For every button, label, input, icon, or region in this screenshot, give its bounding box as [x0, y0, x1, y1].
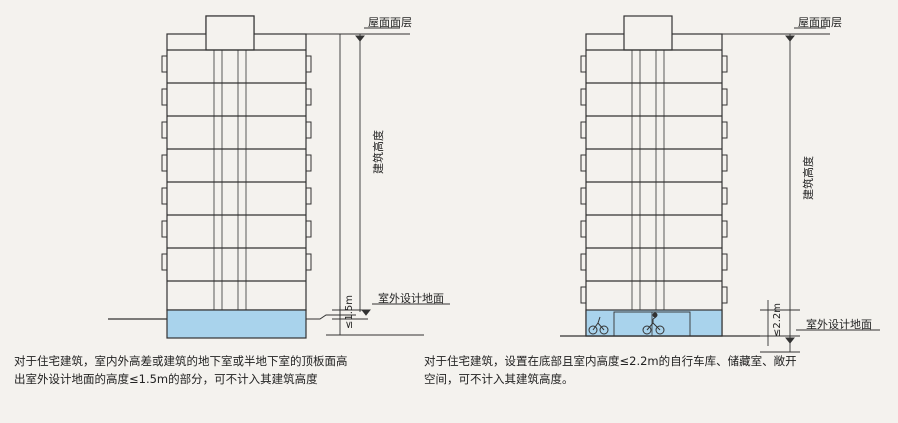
- right-dimensions: [672, 27, 880, 353]
- right-penthouse: [623, 15, 673, 51]
- right-balconies: [580, 55, 728, 304]
- right-building: [560, 15, 760, 337]
- right-ground-label: 室外设计地面: [806, 317, 872, 331]
- right-building-body: [585, 33, 723, 337]
- left-floor-lines: [167, 82, 306, 282]
- right-height-label: 建筑高度: [801, 156, 815, 200]
- left-caption: 对于住宅建筑，室内外高差或建筑的地下室或半地下室的顶板面高出室外设计地面的高度≤…: [14, 354, 348, 386]
- left-dimension-label: ≤1.5m: [344, 295, 355, 329]
- left-basement: [166, 309, 307, 339]
- left-balconies: [161, 55, 312, 271]
- left-building-body: [166, 33, 307, 311]
- right-dimension-label: ≤2.2m: [772, 303, 783, 337]
- bicycle-icon: [588, 312, 665, 335]
- left-dimensions: [254, 27, 450, 336]
- left-building: [108, 15, 356, 339]
- left-ground-label: 室外设计地面: [378, 291, 444, 305]
- right-roof-label: 屋面面层: [798, 16, 842, 29]
- left-penthouse: [205, 15, 255, 51]
- left-roof-label: 屋面面层: [368, 16, 412, 29]
- right-caption: 对于住宅建筑，设置在底部且室内高度≤2.2m的自行车库、储藏室、敞开空间，可不计…: [424, 354, 797, 386]
- right-floor-lines: [586, 82, 722, 282]
- left-height-label: 建筑高度: [371, 130, 385, 174]
